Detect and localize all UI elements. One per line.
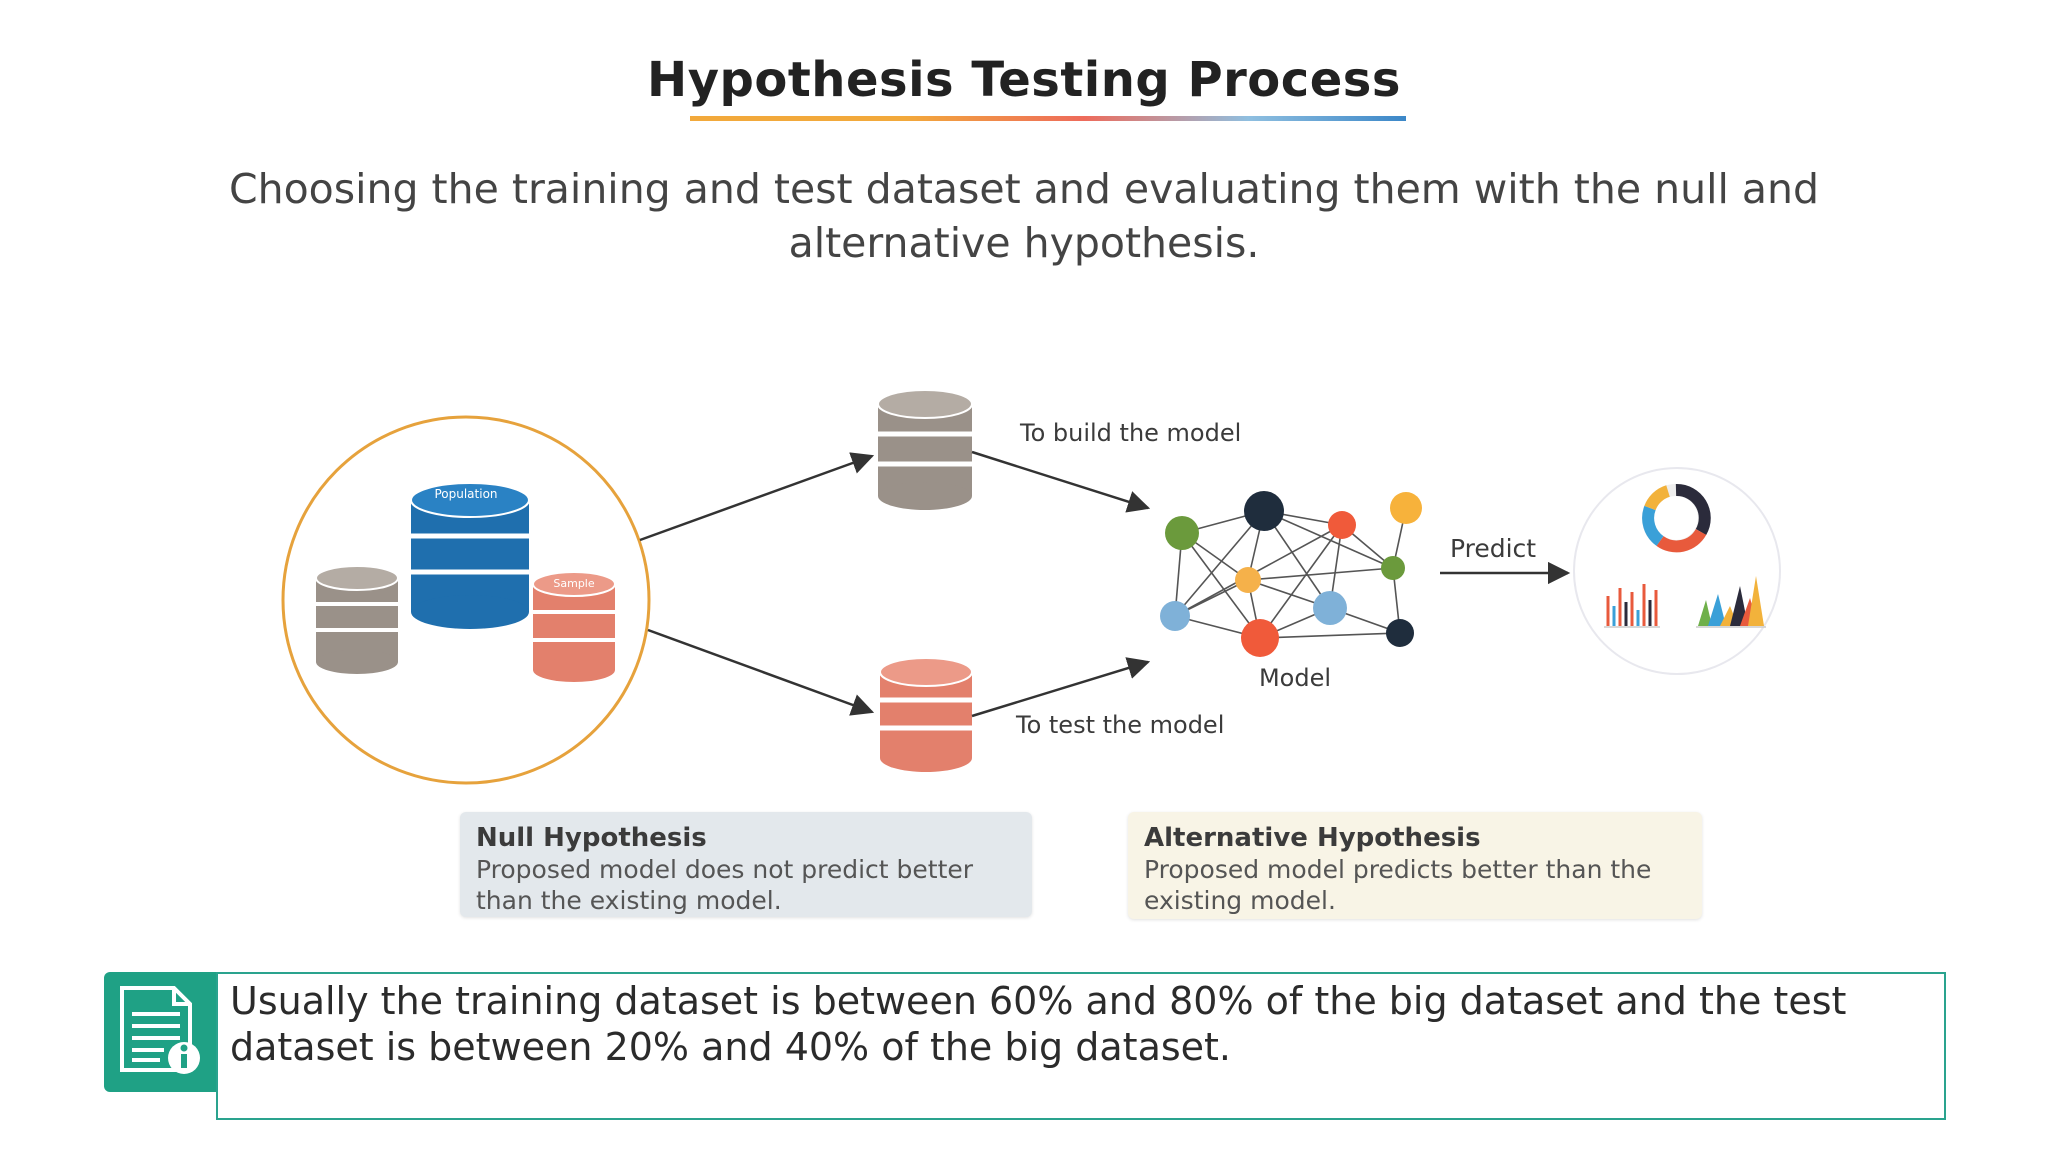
population-database-icon: Population bbox=[410, 482, 530, 629]
slide-title: Hypothesis Testing Process bbox=[647, 52, 1401, 108]
arrow-build-to-model bbox=[971, 450, 1151, 513]
sample-label: Sample bbox=[553, 577, 594, 590]
alternative-hypothesis-description: Proposed model predicts better than the … bbox=[1144, 855, 1652, 915]
predict-label: Predict bbox=[1450, 534, 1536, 563]
model-label: Model bbox=[1259, 664, 1331, 692]
alternative-hypothesis-box: Alternative Hypothesis Proposed model pr… bbox=[1128, 812, 1702, 919]
node-green-small bbox=[1381, 556, 1405, 580]
arrow-to-training bbox=[639, 452, 875, 542]
node-dark bbox=[1244, 491, 1284, 531]
training-database-icon bbox=[877, 389, 973, 510]
model-network-icon bbox=[1160, 491, 1422, 657]
null-hypothesis-description: Proposed model does not predict better t… bbox=[476, 855, 974, 915]
population-group: Population Sample bbox=[281, 415, 651, 785]
note-box: Usually the training dataset is between … bbox=[216, 972, 1946, 1120]
node-green bbox=[1165, 516, 1199, 550]
test-model-label: To test the model bbox=[1015, 711, 1224, 739]
node-dark-small bbox=[1386, 619, 1414, 647]
prediction-result-icon bbox=[1573, 467, 1781, 675]
arrow-test-to-model bbox=[971, 657, 1151, 718]
test-database-icon bbox=[879, 657, 973, 772]
node-orange bbox=[1235, 567, 1261, 593]
node-red bbox=[1328, 511, 1356, 539]
area-chart-icon bbox=[1696, 576, 1766, 628]
arrow-to-test bbox=[647, 628, 875, 716]
build-model-label: To build the model bbox=[1019, 419, 1241, 447]
info-document-icon bbox=[104, 972, 216, 1092]
bar-chart-icon bbox=[1604, 584, 1660, 628]
null-hypothesis-box: Null Hypothesis Proposed model does not … bbox=[460, 812, 1032, 917]
note-text: Usually the training dataset is between … bbox=[230, 979, 1847, 1069]
node-blue-2 bbox=[1313, 591, 1347, 625]
title-underline bbox=[690, 116, 1406, 121]
sample-database-icon: Sample bbox=[532, 571, 616, 682]
gray-database-icon bbox=[315, 565, 399, 674]
node-red-big bbox=[1241, 619, 1279, 657]
node-yellow bbox=[1390, 492, 1422, 524]
alternative-hypothesis-title: Alternative Hypothesis bbox=[1144, 823, 1481, 853]
slide-subtitle: Choosing the training and test dataset a… bbox=[228, 165, 1820, 267]
null-hypothesis-title: Null Hypothesis bbox=[476, 823, 707, 853]
population-label: Population bbox=[434, 487, 497, 501]
node-blue bbox=[1160, 601, 1190, 631]
